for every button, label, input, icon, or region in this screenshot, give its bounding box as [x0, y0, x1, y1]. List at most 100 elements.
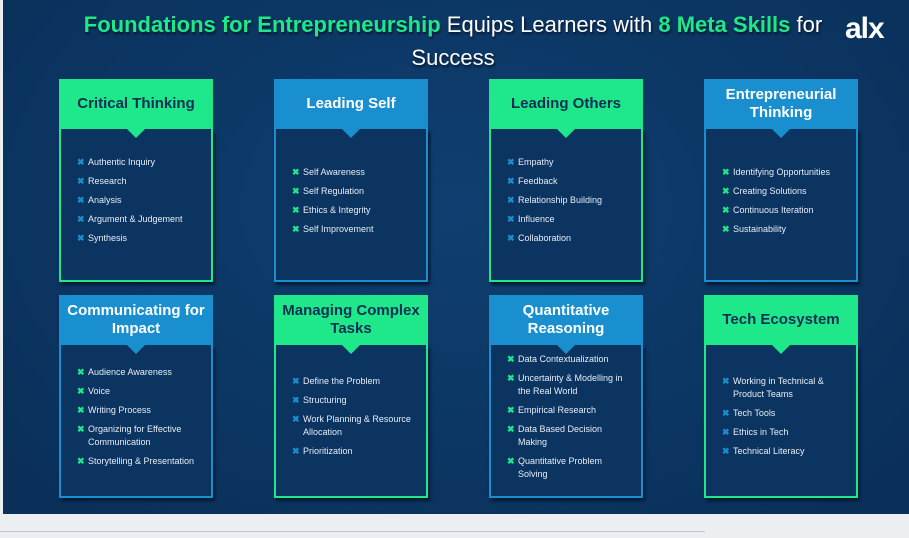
x-bullet-icon: ✖: [722, 427, 730, 437]
skill-card: Managing Complex Tasks✖Define the Proble…: [274, 295, 428, 498]
title-highlight: 8 Meta Skills: [658, 12, 791, 37]
list-item-label: Tech Tools: [733, 408, 776, 418]
list-item: ✖Structuring: [292, 394, 418, 407]
list-item: ✖Synthesis: [77, 232, 203, 245]
list-item-label: Feedback: [518, 176, 558, 186]
list-item: ✖Self Awareness: [292, 166, 418, 179]
x-bullet-icon: ✖: [77, 423, 85, 434]
x-bullet-icon: ✖: [77, 455, 85, 466]
list-item-label: Creating Solutions: [733, 185, 807, 196]
x-bullet-icon: ✖: [77, 366, 85, 377]
title-text: for Success: [411, 12, 823, 70]
x-bullet-icon: ✖: [722, 376, 730, 386]
list-item-label: Ethics & Integrity: [303, 204, 371, 215]
list-item-label: Work Planning & Resource Allocation: [303, 414, 411, 437]
x-bullet-icon: ✖: [507, 214, 515, 224]
list-item: ✖Identifying Opportunities: [722, 166, 848, 179]
list-item: ✖Empirical Research: [507, 404, 633, 417]
x-bullet-icon: ✖: [722, 204, 730, 215]
x-bullet-icon: ✖: [77, 176, 85, 186]
x-bullet-icon: ✖: [507, 423, 515, 434]
x-bullet-icon: ✖: [722, 166, 730, 177]
x-bullet-icon: ✖: [722, 185, 730, 196]
x-bullet-icon: ✖: [722, 446, 730, 456]
list-item-label: Analysis: [88, 195, 122, 205]
list-item: ✖Quantitative Problem Solving: [507, 455, 633, 481]
list-item: ✖Work Planning & Resource Allocation: [292, 413, 418, 439]
x-bullet-icon: ✖: [507, 455, 515, 466]
list-item: ✖Tech Tools: [722, 407, 848, 420]
skill-card-title: Tech Ecosystem: [704, 295, 858, 354]
skill-list: ✖Data Contextualization✖Uncertainty & Mo…: [489, 345, 643, 498]
list-item: ✖Ethics & Integrity: [292, 204, 418, 217]
infographic: Foundations for Entrepreneurship Equips …: [3, 0, 909, 514]
list-item-label: Structuring: [303, 395, 347, 405]
skill-list: ✖Identifying Opportunities✖Creating Solu…: [704, 129, 858, 282]
skill-list: ✖Audience Awareness✖Voice✖Writing Proces…: [59, 345, 213, 498]
x-bullet-icon: ✖: [722, 223, 730, 234]
list-item: ✖Relationship Building: [507, 194, 633, 207]
list-item: ✖Uncertainty & Modelling in the Real Wor…: [507, 372, 633, 398]
list-item: ✖Audience Awareness: [77, 366, 203, 379]
list-item-label: Continuous Iteration: [733, 204, 814, 215]
list-item-label: Quantitative Problem Solving: [518, 455, 603, 479]
list-item: ✖Storytelling & Presentation: [77, 455, 203, 468]
list-item-label: Self Awareness: [303, 166, 365, 177]
list-item: ✖Technical Literacy: [722, 445, 848, 458]
list-item-label: Define the Problem: [303, 376, 381, 386]
list-item-label: Empathy: [518, 157, 554, 167]
list-item: ✖Influence: [507, 213, 633, 226]
list-item: ✖Working in Technical & Product Teams: [722, 375, 848, 401]
x-bullet-icon: ✖: [507, 157, 515, 167]
list-item: ✖Analysis: [77, 194, 203, 207]
x-bullet-icon: ✖: [292, 223, 300, 234]
skill-card: Communicating for Impact✖Audience Awaren…: [59, 295, 213, 498]
x-bullet-icon: ✖: [292, 185, 300, 196]
x-bullet-icon: ✖: [77, 157, 85, 167]
list-item: ✖Data Based Decision Making: [507, 423, 633, 449]
x-bullet-icon: ✖: [292, 414, 300, 424]
x-bullet-icon: ✖: [507, 404, 515, 415]
x-bullet-icon: ✖: [77, 195, 85, 205]
list-item: ✖Ethics in Tech: [722, 426, 848, 439]
list-item: ✖Sustainability: [722, 223, 848, 236]
list-item: ✖Argument & Judgement: [77, 213, 203, 226]
list-item-label: Organizing for Effective Communication: [88, 423, 182, 447]
divider: [0, 531, 705, 532]
list-item-label: Technical Literacy: [733, 446, 805, 456]
list-item-label: Relationship Building: [518, 195, 603, 205]
list-item-label: Self Improvement: [303, 223, 374, 234]
list-item: ✖Organizing for Effective Communication: [77, 423, 203, 449]
list-item-label: Uncertainty & Modelling in the Real Worl…: [518, 372, 623, 396]
skill-card-title: Managing Complex Tasks: [274, 295, 428, 354]
x-bullet-icon: ✖: [77, 404, 85, 415]
list-item: ✖Collaboration: [507, 232, 633, 245]
list-item: ✖Authentic Inquiry: [77, 156, 203, 169]
list-item: ✖Voice: [77, 385, 203, 398]
list-item-label: Data Contextualization: [518, 353, 609, 364]
list-item-label: Storytelling & Presentation: [88, 455, 195, 466]
skill-card-title: Leading Others: [489, 79, 643, 138]
alx-logo: alx: [845, 12, 885, 45]
list-item-label: Data Based Decision Making: [518, 423, 603, 447]
skill-list: ✖Working in Technical & Product Teams✖Te…: [704, 345, 858, 498]
list-item: ✖Data Contextualization: [507, 353, 633, 366]
list-item-label: Ethics in Tech: [733, 427, 789, 437]
x-bullet-icon: ✖: [292, 395, 300, 405]
list-item-label: Argument & Judgement: [88, 214, 183, 224]
x-bullet-icon: ✖: [292, 204, 300, 215]
x-bullet-icon: ✖: [722, 408, 730, 418]
list-item: ✖Writing Process: [77, 404, 203, 417]
skill-list: ✖Authentic Inquiry✖Research✖Analysis✖Arg…: [59, 129, 213, 282]
x-bullet-icon: ✖: [292, 376, 300, 386]
list-item-label: Audience Awareness: [88, 366, 172, 377]
title-highlight: Foundations for Entrepreneurship: [83, 12, 441, 37]
list-item-label: Research: [88, 176, 127, 186]
x-bullet-icon: ✖: [507, 372, 515, 383]
x-bullet-icon: ✖: [507, 353, 515, 364]
skill-card-title: Leading Self: [274, 79, 428, 138]
list-item-label: Prioritization: [303, 446, 353, 456]
x-bullet-icon: ✖: [292, 446, 300, 456]
list-item: ✖Feedback: [507, 175, 633, 188]
list-item-label: Sustainability: [733, 223, 787, 234]
